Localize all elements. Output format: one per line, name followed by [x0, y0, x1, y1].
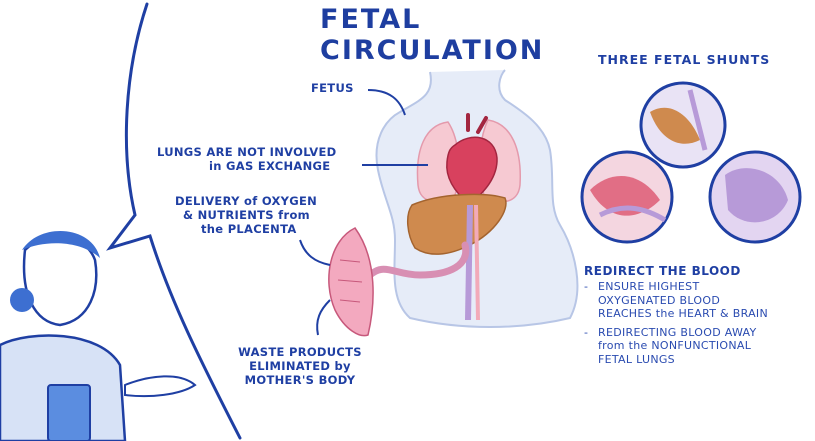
arrow-waste-icon — [317, 300, 330, 335]
label-lungs: LUNGS ARE NOT INVOLVED in GAS EXCHANGE — [157, 145, 367, 173]
redirect-item-line1: ENSURE HIGHEST — [598, 280, 814, 294]
label-lungs-line2: in GAS EXCHANGE — [157, 159, 367, 173]
redirect-item: - ENSURE HIGHEST OXYGENATED BLOOD REACHE… — [584, 280, 814, 321]
label-delivery: DELIVERY of OXYGEN & NUTRIENTS from the … — [175, 194, 365, 236]
shunt-circle-right-icon — [710, 152, 800, 242]
dash-marker: - — [584, 280, 588, 294]
label-fetus: FETUS — [311, 81, 354, 95]
redirect-panel: REDIRECT THE BLOOD - ENSURE HIGHEST OXYG… — [584, 264, 814, 371]
page-title: FETAL CIRCULATION — [320, 4, 640, 66]
shunt-circle-top-icon — [641, 83, 725, 167]
redirect-heading: REDIRECT THE BLOOD — [584, 264, 814, 278]
label-waste: WASTE PRODUCTS ELIMINATED by MOTHER'S BO… — [230, 345, 370, 387]
placenta-icon — [329, 228, 373, 336]
shunt-circle-left-icon — [582, 152, 672, 242]
label-delivery-line2: & NUTRIENTS from — [175, 208, 365, 222]
label-delivery-line3: the PLACENTA — [175, 222, 365, 236]
redirect-item-line3: REACHES the HEART & BRAIN — [598, 307, 814, 321]
label-lungs-line1: LUNGS ARE NOT INVOLVED — [157, 145, 367, 159]
label-delivery-line1: DELIVERY of OXYGEN — [175, 194, 365, 208]
redirect-item: - REDIRECTING BLOOD AWAY from the NONFUN… — [584, 326, 814, 367]
redirect-item-line2: from the NONFUNCTIONAL — [598, 339, 814, 353]
label-waste-line3: MOTHER'S BODY — [230, 373, 370, 387]
redirect-list: - ENSURE HIGHEST OXYGENATED BLOOD REACHE… — [584, 280, 814, 366]
shunts-heading: THREE FETAL SHUNTS — [598, 52, 770, 67]
presenter-figure-icon — [0, 231, 195, 441]
label-waste-line2: ELIMINATED by — [230, 359, 370, 373]
redirect-item-line2: OXYGENATED BLOOD — [598, 294, 814, 308]
redirect-item-line1: REDIRECTING BLOOD AWAY — [598, 326, 814, 340]
redirect-item-line3: FETAL LUNGS — [598, 353, 814, 367]
label-waste-line1: WASTE PRODUCTS — [230, 345, 370, 359]
arrow-delivery-icon — [300, 240, 330, 265]
dash-marker: - — [584, 326, 588, 340]
